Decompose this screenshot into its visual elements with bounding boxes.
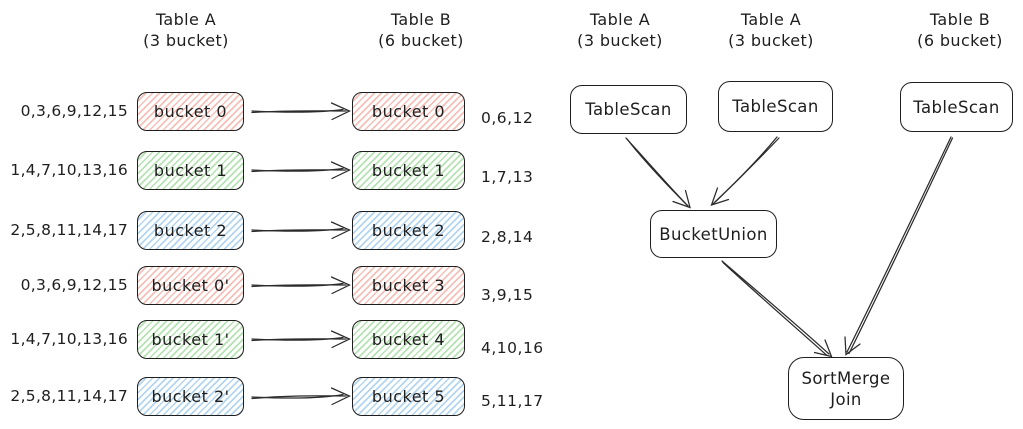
bucket-a-label: bucket 0: [153, 102, 228, 121]
bucket-a-label: bucket 0': [151, 276, 230, 295]
arrow-bucket0p-to-bucket3: [251, 276, 351, 295]
bucket-b-box: bucket 5: [352, 377, 465, 416]
bucket-a-box: bucket 0': [137, 266, 244, 305]
plan-header-line2: (3 bucket): [577, 31, 663, 50]
plan-header-table-b: Table B (6 bucket): [885, 9, 1023, 51]
bucket-a-label: bucket 2': [151, 387, 230, 406]
tablescan-node-3: TableScan: [900, 82, 1013, 132]
output-values-label: 0,6,12: [481, 109, 534, 127]
plan-header-line2: (6 bucket): [917, 31, 1003, 50]
sort-merge-join-node: SortMerge Join: [788, 357, 904, 420]
bucket-b-label: bucket 5: [371, 387, 446, 406]
output-values-label: 2,8,14: [481, 228, 534, 246]
plan-header-table-a-1: Table A (3 bucket): [545, 9, 695, 51]
arrow-tablescan1-to-bucketunion: [625, 137, 691, 209]
arrow-bucket1-to-bucket1: [251, 161, 351, 180]
table-b-header-line1: Table B: [390, 10, 452, 29]
arrow-bucket2-to-bucket2: [251, 221, 351, 240]
bucket-a-box: bucket 1': [137, 320, 244, 359]
bucket-b-box: bucket 3: [352, 266, 465, 305]
plan-header-line1: Table B: [929, 10, 991, 29]
input-values-label: 0,3,6,9,12,15: [20, 276, 128, 294]
bucket-b-box: bucket 4: [352, 320, 465, 359]
sort-merge-join-label-line2: Join: [830, 389, 862, 409]
bucket-b-box: bucket 0: [352, 92, 465, 131]
bucket-b-label: bucket 1: [371, 161, 446, 180]
bucket-b-label: bucket 4: [371, 330, 446, 349]
bucket-a-box: bucket 2: [137, 211, 244, 250]
bucket-union-label: BucketUnion: [659, 224, 768, 244]
table-b-header-line2: (6 bucket): [378, 31, 464, 50]
input-values-label: 1,4,7,10,13,16: [10, 330, 128, 348]
tablescan-label: TableScan: [585, 100, 672, 119]
tablescan-node-1: TableScan: [570, 85, 687, 134]
bucket-a-box: bucket 2': [137, 377, 244, 416]
bucket-b-label: bucket 2: [371, 221, 446, 240]
input-values-label: 1,4,7,10,13,16: [10, 161, 128, 179]
bucket-b-label: bucket 0: [371, 102, 446, 121]
input-values-label: 0,3,6,9,12,15: [20, 102, 128, 120]
plan-header-line2: (3 bucket): [728, 31, 814, 50]
arrow-tablescan3-to-sortmergejoin: [844, 136, 954, 356]
plan-header-line1: Table A: [740, 10, 802, 29]
table-a-header-line2: (3 bucket): [143, 31, 229, 50]
bucket-a-label: bucket 1': [151, 330, 230, 349]
output-values-label: 1,7,13: [481, 168, 534, 186]
arrow-bucket2p-to-bucket5: [251, 387, 351, 406]
plan-header-line1: Table A: [589, 10, 651, 29]
arrow-bucket1p-to-bucket4: [251, 330, 351, 349]
tablescan-label: TableScan: [732, 97, 819, 116]
plan-header-table-a-2: Table A (3 bucket): [696, 9, 846, 51]
input-values-label: 2,5,8,11,14,17: [10, 387, 128, 405]
arrow-tablescan2-to-bucketunion: [710, 136, 780, 206]
bucket-a-label: bucket 1: [153, 161, 228, 180]
tablescan-node-2: TableScan: [718, 81, 833, 132]
bucket-b-box: bucket 1: [352, 151, 465, 190]
bucket-a-box: bucket 0: [137, 92, 244, 131]
table-b-header: Table B (6 bucket): [346, 9, 496, 51]
sort-merge-join-label-line1: SortMerge: [801, 368, 891, 388]
tablescan-label: TableScan: [913, 97, 1000, 117]
arrow-bucket0-to-bucket0: [251, 102, 351, 121]
bucket-a-box: bucket 1: [137, 151, 244, 190]
output-values-label: 4,10,16: [481, 339, 544, 357]
arrow-bucketunion-to-sortmergejoin: [721, 260, 833, 358]
table-a-header: Table A (3 bucket): [111, 9, 261, 51]
bucket-b-label: bucket 3: [371, 276, 446, 295]
output-values-label: 5,11,17: [481, 392, 544, 410]
bucket-a-label: bucket 2: [153, 221, 228, 240]
input-values-label: 2,5,8,11,14,17: [10, 221, 128, 239]
table-a-header-line1: Table A: [155, 10, 217, 29]
bucket-b-box: bucket 2: [352, 211, 465, 250]
bucket-union-node: BucketUnion: [650, 210, 777, 258]
output-values-label: 3,9,15: [481, 286, 534, 304]
